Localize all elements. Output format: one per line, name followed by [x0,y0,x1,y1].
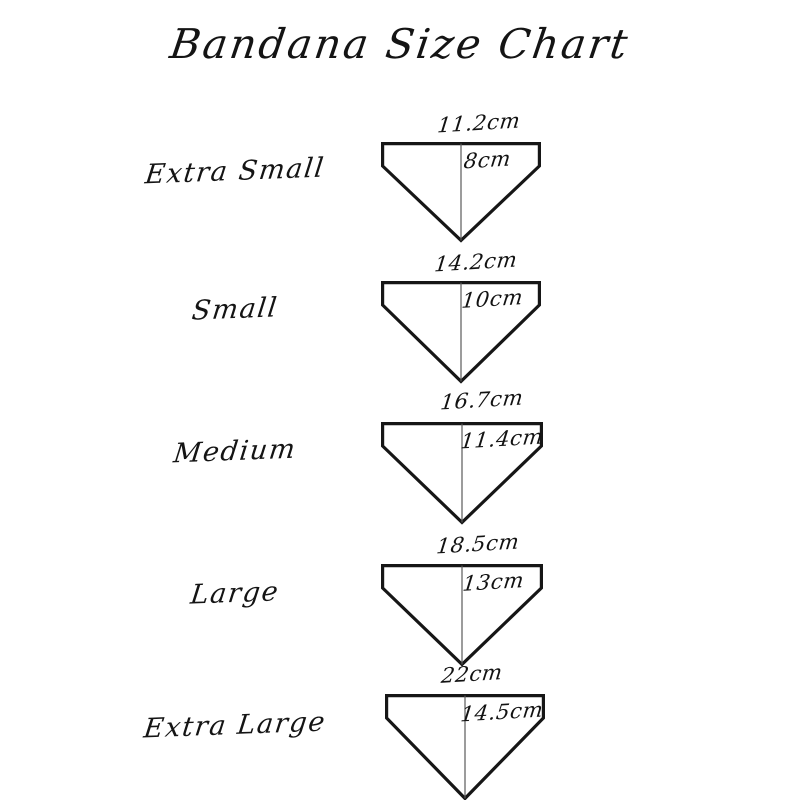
height-dimension-label-large: 13cm [461,568,526,596]
bandana-outline-icon [381,142,541,243]
height-dimension-label-extra-small: 8cm [462,146,513,174]
bandana-outline-icon [385,694,545,800]
size-label-extra-small: Extra Small [143,152,327,191]
bandana-shape-small [381,281,541,384]
width-dimension-label-extra-small: 11.2cm [436,108,522,138]
size-row-small: Small 14.2cm 10cm [0,248,800,388]
size-label-large: Large [188,576,282,611]
bandana-shape-large [381,564,543,667]
size-row-extra-small: Extra Small 11.2cm 8cm [0,108,800,248]
bandana-outline-icon [381,422,543,525]
page-title: Bandana Size Chart [167,20,633,68]
width-dimension-label-extra-large: 22cm [439,660,505,688]
size-label-extra-large: Extra Large [142,706,328,745]
width-dimension-label-large: 18.5cm [435,529,521,559]
size-row-extra-large: Extra Large 22cm 14.5cm [0,658,800,800]
bandana-shape-medium [381,422,543,525]
bandana-outline-icon [381,281,541,384]
width-dimension-label-medium: 16.7cm [439,385,525,415]
bandana-outline-icon [381,564,543,667]
size-label-small: Small [190,292,280,327]
height-dimension-label-small: 10cm [460,285,525,313]
size-row-large: Large 18.5cm 13cm [0,528,800,668]
bandana-shape-extra-small [381,142,541,243]
size-row-medium: Medium 16.7cm 11.4cm [0,386,800,528]
bandana-shape-extra-large [385,694,545,800]
width-dimension-label-small: 14.2cm [433,247,519,277]
size-label-medium: Medium [171,433,299,470]
